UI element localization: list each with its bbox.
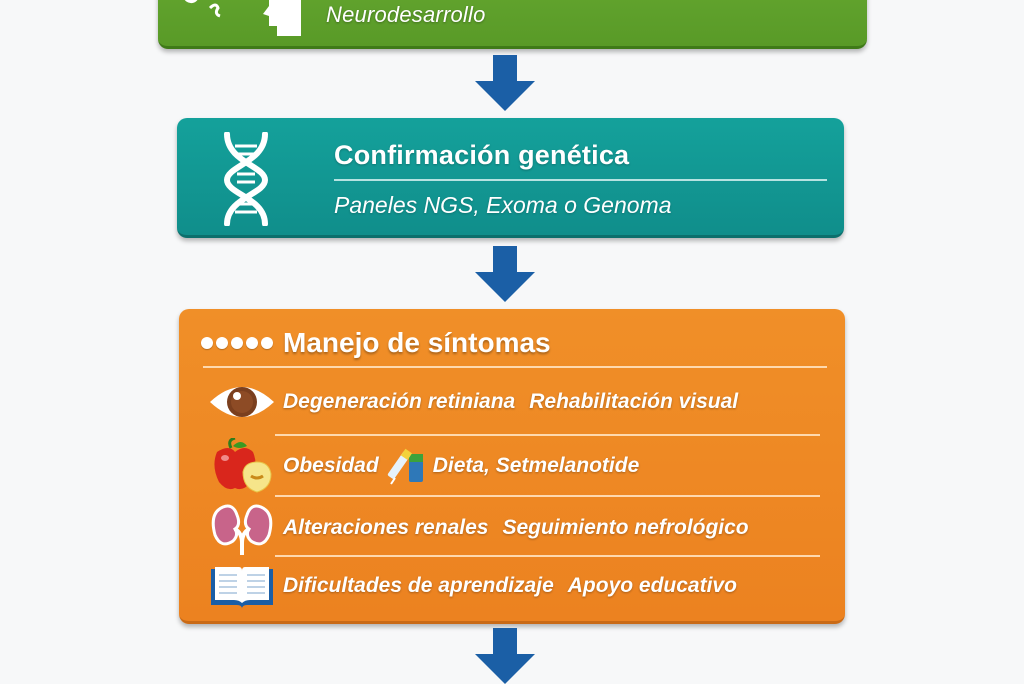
divider — [275, 495, 820, 497]
symptom-row: Dificultades de aprendizaje Apoyo educat… — [207, 559, 737, 613]
neurodevelopment-label: Neurodesarrollo — [326, 2, 486, 27]
management-label: Seguimiento nefrológico — [502, 516, 749, 539]
head-profile-icon — [253, 0, 313, 45]
management-label: Rehabilitación visual — [529, 390, 739, 413]
divider — [275, 555, 820, 557]
pills-icon — [180, 0, 230, 29]
management-label: Dieta, Setmelanotide — [432, 454, 640, 477]
eye-icon — [207, 375, 277, 429]
condition-label: Degeneración retiniana — [283, 390, 516, 413]
genetic-confirmation-methods: Paneles NGS, Exoma o Genoma — [334, 192, 672, 218]
symptom-row: Obesidad Dieta, Setmelanotide — [207, 438, 640, 493]
genetic-confirmation-title: Confirmación genética — [334, 140, 630, 170]
dots-icon — [201, 337, 273, 349]
neurodevelopment-box: Neurodesarrollo — [158, 0, 867, 49]
apple-icon — [207, 438, 277, 493]
symptom-row: Alteraciones renales Seguimiento nefroló… — [207, 501, 749, 555]
genetic-confirmation-box: Confirmación genética Paneles NGS, Exoma… — [177, 118, 844, 238]
divider — [275, 434, 820, 436]
condition-label: Alteraciones renales — [283, 516, 489, 539]
book-icon — [207, 559, 277, 613]
divider — [203, 366, 827, 368]
divider — [334, 179, 827, 181]
syringe-icon — [387, 444, 427, 488]
symptom-management-box: Manejo de síntomas Degeneración retinian… — [179, 309, 845, 624]
kidneys-icon — [207, 501, 277, 555]
arrow-down-icon — [475, 628, 535, 684]
condition-label: Obesidad — [283, 454, 379, 477]
arrow-down-icon — [475, 55, 535, 111]
management-label: Apoyo educativo — [567, 574, 737, 597]
symptom-row: Degeneración retiniana Rehabilitación vi… — [207, 375, 738, 429]
condition-label: Dificultades de aprendizaje — [283, 574, 554, 597]
symptom-management-title: Manejo de síntomas — [283, 327, 551, 358]
arrow-down-icon — [475, 246, 535, 302]
dna-icon — [217, 131, 277, 231]
symptom-management-header: Manejo de síntomas — [201, 327, 551, 359]
